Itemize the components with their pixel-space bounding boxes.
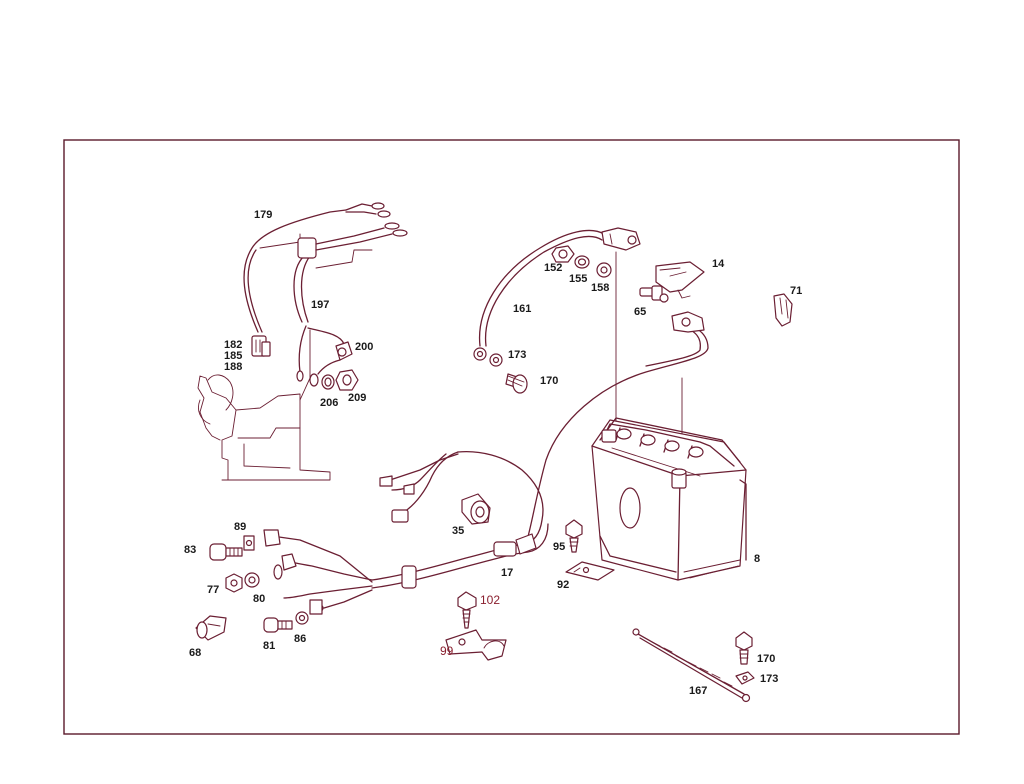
- grommet-35: [461, 493, 491, 525]
- label-80: 80: [253, 593, 265, 605]
- bolt-102: [457, 591, 477, 629]
- label-185: 185: [224, 350, 242, 362]
- label-161: 161: [513, 303, 531, 315]
- bracket-92: [565, 561, 615, 581]
- label-158: 158: [591, 282, 609, 294]
- label-206: 206: [320, 397, 338, 409]
- label-35: 35: [452, 525, 464, 537]
- label-102: 102: [480, 593, 500, 607]
- label-152: 152: [544, 262, 562, 274]
- clamp-65: [639, 285, 669, 303]
- label-155: 155: [569, 273, 587, 285]
- label-173-upper: 173: [508, 349, 526, 361]
- terminal-89: [243, 535, 255, 551]
- bolt-170-lower: [735, 631, 755, 685]
- label-83: 83: [184, 544, 196, 556]
- connector-182: [251, 335, 271, 357]
- label-81: 81: [263, 640, 275, 652]
- label-17: 17: [501, 567, 513, 579]
- label-167: 167: [689, 685, 707, 697]
- bolt-95: [565, 519, 583, 553]
- label-200: 200: [355, 341, 373, 353]
- bolt-81: [263, 617, 293, 633]
- clip-71: [773, 293, 793, 327]
- label-8: 8: [754, 553, 760, 565]
- label-170-upper: 170: [540, 375, 558, 387]
- label-188: 188: [224, 361, 242, 373]
- label-14: 14: [712, 258, 725, 270]
- terminal-cover-14: [655, 261, 705, 299]
- label-197: 197: [311, 299, 329, 311]
- cap-68: [195, 615, 227, 641]
- label-179: 179: [254, 209, 272, 221]
- clamp-99: [445, 629, 507, 661]
- battery-8: [591, 417, 747, 581]
- label-182: 182: [224, 339, 242, 351]
- label-65: 65: [634, 306, 646, 318]
- washer-80: [244, 572, 260, 588]
- bolt-83: [209, 543, 243, 561]
- harness-179: [243, 202, 408, 382]
- label-170-lower: 170: [757, 653, 775, 665]
- label-173-lower: 173: [760, 673, 778, 685]
- sensor-200: [309, 341, 359, 391]
- label-77: 77: [207, 584, 219, 596]
- label-95: 95: [553, 541, 565, 553]
- battery-cable-161: [473, 227, 641, 361]
- label-89: 89: [234, 521, 246, 533]
- label-71: 71: [790, 285, 802, 297]
- label-92: 92: [557, 579, 569, 591]
- positive-cable: [525, 311, 709, 545]
- hardware-152-158: [551, 245, 612, 278]
- label-86: 86: [294, 633, 306, 645]
- label-209: 209: [348, 392, 366, 404]
- ground-strap-167: [632, 628, 751, 703]
- label-68: 68: [189, 647, 201, 659]
- label-99: 99: [440, 644, 454, 658]
- part-labels: 179 197 182 185 188 200 206 209 152 155 …: [184, 209, 802, 697]
- diagram-frame: [63, 139, 960, 735]
- nut-77: [225, 573, 243, 593]
- bolt-170-upper: [489, 353, 528, 394]
- washer-86: [295, 611, 309, 625]
- main-harness-17: [263, 450, 549, 615]
